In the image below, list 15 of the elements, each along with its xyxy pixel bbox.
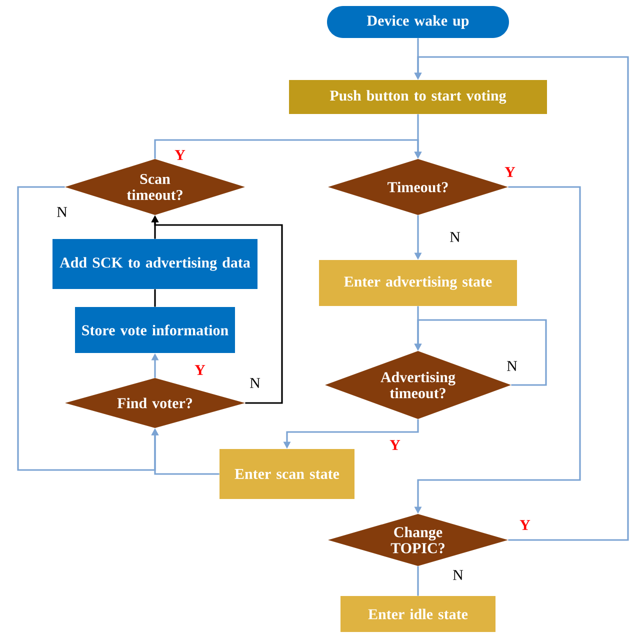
process-box: Enter advertising state [319,260,517,306]
process-box: Push button to start voting [289,80,547,114]
edge-label: Y [388,439,402,451]
process-box: Enter idle state [340,596,496,632]
process-box: Enter scan state [220,449,354,499]
edge-label: N [248,377,262,389]
edge-label: Y [518,519,532,531]
process-box: Store vote information [75,307,235,353]
edge-label: Y [194,364,206,376]
edge-label: Y [174,149,186,161]
process-box: Add SCK to advertising data [52,239,258,289]
arrow [154,139,422,159]
edge-label: N [448,231,462,243]
start-terminal: Device wake up [327,6,509,38]
edge-label: N [452,569,464,581]
